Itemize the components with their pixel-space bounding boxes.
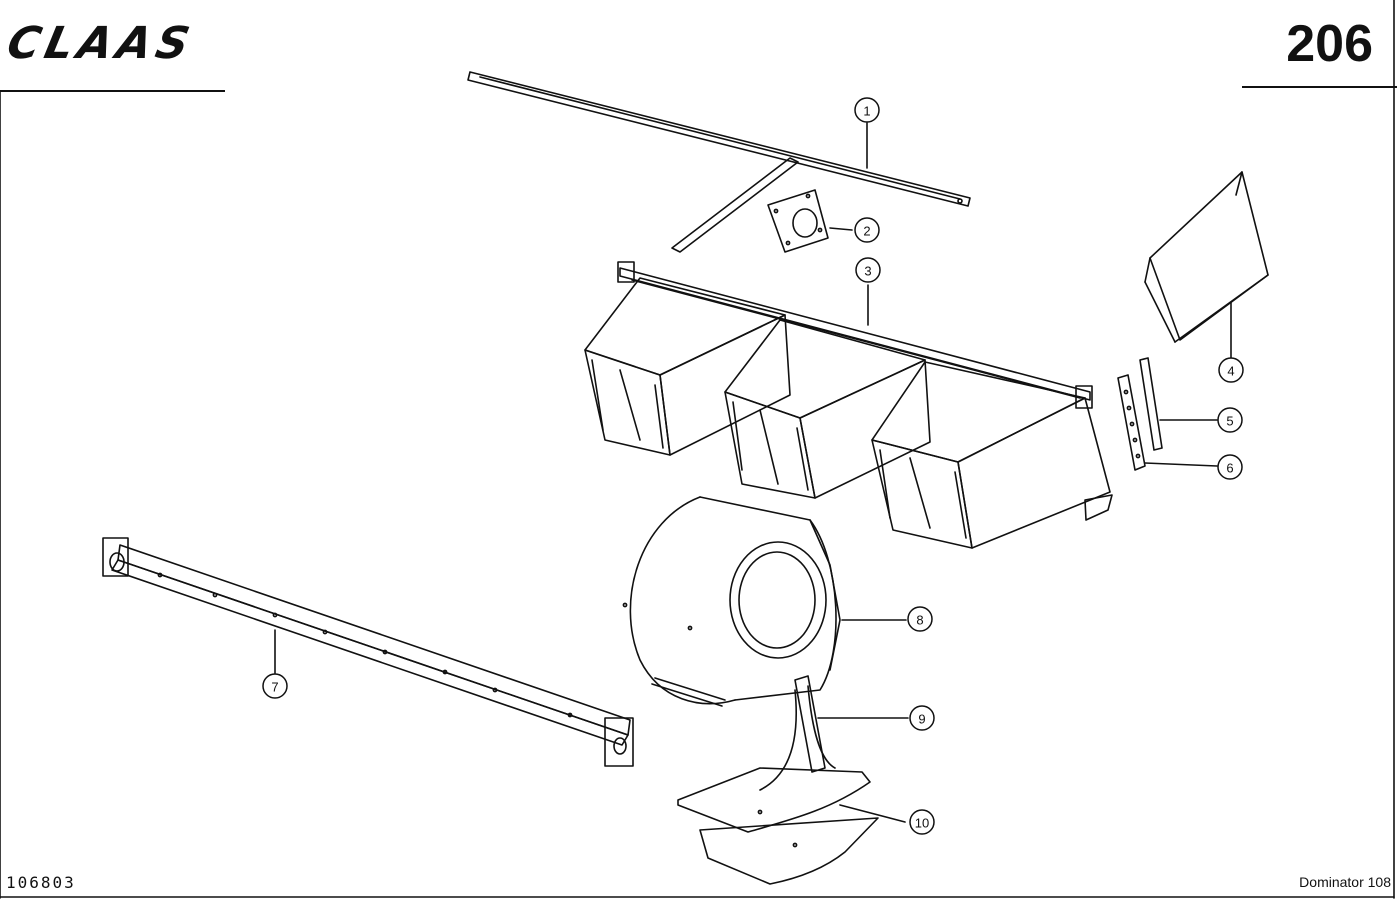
callout-label-9: 9 <box>918 712 925 727</box>
callout-label-3: 3 <box>864 264 871 279</box>
callout-label-8: 8 <box>916 613 923 628</box>
part-2-flange-plate <box>767 189 829 253</box>
part-4-side-panel <box>1144 171 1269 343</box>
callout-circle-2 <box>854 217 880 243</box>
page-number: 206 <box>1286 15 1373 73</box>
callout-label-6: 6 <box>1226 461 1233 476</box>
callout-circle-1 <box>854 97 880 123</box>
callout-circle-10 <box>909 809 935 835</box>
callout-circle-9 <box>909 705 935 731</box>
leader-6 <box>1144 462 1218 467</box>
part-3-fan-housing <box>584 261 1113 549</box>
part-1-top-strip <box>467 71 971 253</box>
callout-circle-6 <box>1217 454 1243 480</box>
callout-circle-4 <box>1218 357 1244 383</box>
callout-label-7: 7 <box>271 680 278 695</box>
part-8-fan-rotor <box>622 496 841 707</box>
callout-label-4: 4 <box>1227 364 1234 379</box>
document-number: 106803 <box>6 873 76 892</box>
callout-label-1: 1 <box>863 104 870 119</box>
part-6-perforated-strip <box>1117 374 1146 471</box>
model-name: Dominator 108 <box>1299 874 1391 890</box>
brand-underline <box>0 90 225 92</box>
part-5-strip <box>1139 357 1163 451</box>
callout-label-10: 10 <box>915 816 929 831</box>
part-9-support-bracket <box>759 675 836 791</box>
part-10-guide-plates <box>677 767 879 885</box>
page-number-underline <box>1242 86 1397 88</box>
callout-circle-7 <box>262 673 288 699</box>
leader-10 <box>839 804 906 823</box>
callout-circle-3 <box>855 257 881 283</box>
callout-label-2: 2 <box>863 224 870 239</box>
callout-circle-5 <box>1217 407 1243 433</box>
callout-label-5: 5 <box>1226 414 1233 429</box>
leader-2 <box>829 227 853 231</box>
brand-logo: CLAAS <box>2 18 199 69</box>
callout-circle-8 <box>907 606 933 632</box>
part-7-cross-beam <box>102 537 634 767</box>
